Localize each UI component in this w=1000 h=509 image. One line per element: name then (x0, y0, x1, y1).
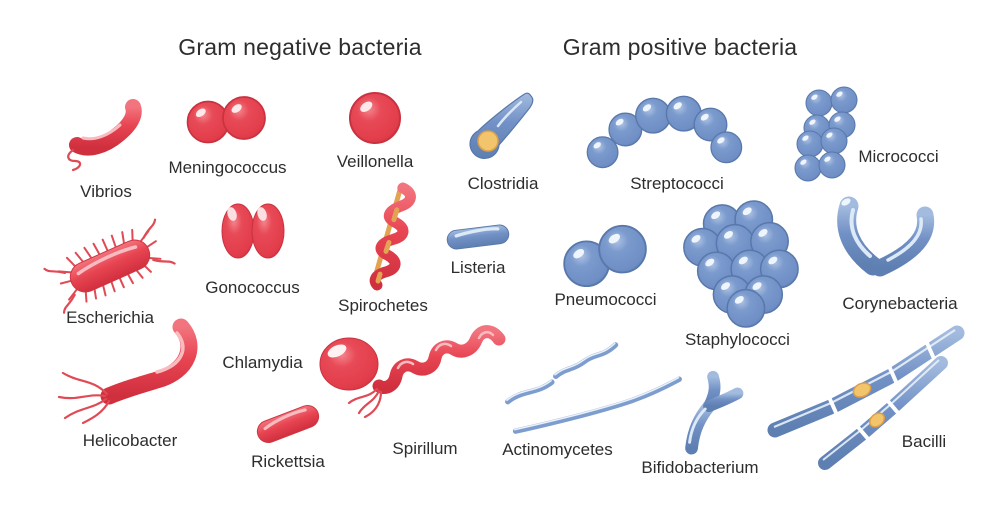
bacteria-vibrios: Vibrios (58, 88, 154, 202)
vibrios-illustration (67, 99, 142, 172)
bacteria-micrococci: Micrococci (790, 86, 995, 186)
bacteria-label: Corynebacteria (842, 294, 958, 313)
bacteria-staphylococci: Staphylococci (665, 200, 810, 350)
bacteria-bacilli: Bacilli (765, 323, 997, 473)
bacteria-label: Actinomycetes (502, 440, 613, 459)
bacteria-label: Chlamydia (222, 353, 303, 372)
bacteria-label: Micrococci (858, 147, 939, 166)
corynebacteria-illustration (837, 196, 935, 277)
bacteria-spirochetes: Spirochetes (318, 182, 448, 316)
bacteria-gonococcus: Gonococcus (205, 200, 300, 298)
escherichia-illustration (42, 218, 176, 314)
bacteria-helicobacter: Helicobacter (45, 315, 215, 451)
spore-dot (869, 412, 885, 428)
meningococcus-illustration (185, 95, 266, 144)
staphylococci-illustration (682, 200, 799, 328)
bacteria-label: Meningococcus (168, 158, 287, 177)
veillonella-illustration (348, 91, 402, 145)
bacteria-veillonella: Veillonella (320, 91, 430, 172)
chlamydia-illustration (319, 337, 379, 391)
bacteria-pneumococci: Pneumococci (548, 220, 663, 310)
bacteria-spirillum: Spirillum (335, 325, 515, 459)
bacteria-label: Listeria (450, 258, 506, 277)
bacteria-chlamydia: Chlamydia (210, 336, 380, 396)
bacteria-clostridia: Clostridia (448, 90, 558, 194)
bacteria-actinomycetes: Actinomycetes (495, 340, 690, 460)
spore-dot (476, 130, 499, 152)
bacteria-escherichia: Escherichia (42, 218, 176, 328)
bacteria-streptococci: Streptococci (560, 82, 760, 194)
bacteria-label: Bifidobacterium (641, 458, 759, 477)
bacteria-label: Vibrios (80, 182, 132, 201)
section-title-gram-positive: Gram positive bacteria (562, 34, 798, 60)
bacteria-corynebacteria: Corynebacteria (820, 190, 980, 314)
bacteria-label: Spirillum (392, 439, 458, 458)
bacteria-label: Veillonella (336, 152, 414, 171)
bacteria-label: Spirochetes (338, 296, 428, 315)
section-title-gram-negative: Gram negative bacteria (178, 34, 422, 60)
rickettsia-illustration (256, 404, 319, 444)
bacteria-label: Gonococcus (205, 278, 300, 297)
spirochetes-illustration (369, 182, 416, 291)
bacteria-bifidobacterium: Bifidobacterium (630, 366, 770, 478)
bacilli-illustration (767, 325, 965, 470)
bacteria-meningococcus: Meningococcus (165, 90, 290, 178)
bacteria-label: Staphylococci (685, 330, 790, 349)
bacteria-label: Clostridia (467, 174, 539, 193)
bacteria-label: Helicobacter (82, 431, 178, 450)
bifidobacterium-illustration (685, 370, 744, 455)
bacteria-label: Escherichia (66, 308, 154, 327)
helicobacter-illustration (57, 318, 198, 425)
bacteria-label: Pneumococci (554, 290, 657, 309)
listeria-illustration (446, 224, 510, 250)
clostridia-illustration (468, 92, 533, 160)
pneumococci-illustration (562, 224, 647, 288)
bacteria-label: Rickettsia (251, 452, 325, 471)
spirillum-illustration (347, 325, 505, 419)
bacteria-listeria: Listeria (428, 222, 528, 278)
spore-dot (852, 382, 872, 398)
bacteria-label: Streptococci (630, 174, 724, 193)
gonococcus-illustration (221, 203, 284, 259)
bacteria-rickettsia: Rickettsia (218, 398, 358, 472)
micrococci-illustration (794, 86, 858, 182)
bacteria-label: Bacilli (901, 432, 947, 451)
actinomycetes-illustration (504, 342, 682, 434)
streptococci-illustration (586, 95, 743, 169)
